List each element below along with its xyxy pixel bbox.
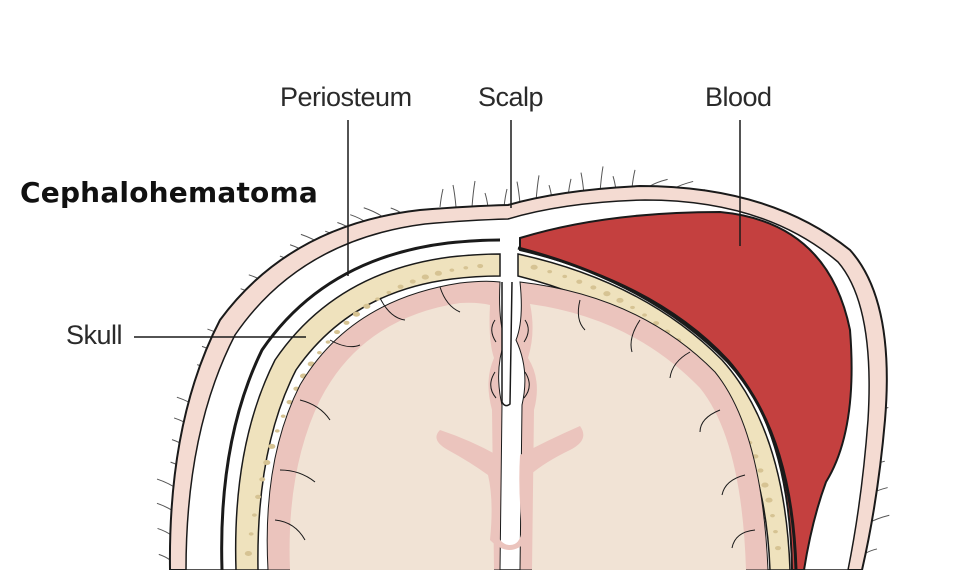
brain-right-white-matter <box>528 304 746 570</box>
bone-dot <box>770 513 775 518</box>
hair-strand <box>471 180 476 208</box>
bone-dot <box>263 460 271 466</box>
bone-dot <box>363 303 371 309</box>
bone-dot <box>248 532 254 536</box>
bone-dot <box>280 414 286 418</box>
ventricles <box>436 426 584 550</box>
bone-dot <box>268 443 276 449</box>
periosteum-line-left <box>220 238 501 570</box>
hair-strand <box>516 181 521 204</box>
bone-dot <box>421 274 429 280</box>
bone-dot <box>547 269 553 274</box>
bone-dot <box>576 279 583 284</box>
bone-dot <box>317 350 322 355</box>
bone-dot <box>409 279 416 284</box>
hair-strand <box>439 188 444 208</box>
bone-dot <box>773 529 778 534</box>
bone-dot <box>352 311 361 317</box>
bone-dot <box>562 274 568 279</box>
bone-dot <box>765 497 773 503</box>
bone-dot <box>774 545 781 551</box>
bone-dot <box>761 482 769 488</box>
bone-dot <box>530 264 538 270</box>
bone-dot <box>334 329 341 335</box>
bone-dot <box>642 313 647 317</box>
cortex-sulci <box>274 286 756 549</box>
skull-bone-left <box>234 253 501 570</box>
bone-dot <box>449 268 455 272</box>
bone-dot <box>375 297 381 301</box>
bone-dot <box>343 320 350 325</box>
hair-strand <box>452 184 457 208</box>
bone-dot <box>325 340 331 344</box>
hair-strand <box>158 553 171 561</box>
bone-dot <box>590 285 597 290</box>
bone-dot <box>477 263 484 269</box>
bone-dot <box>616 297 624 303</box>
bone-dot <box>463 266 469 270</box>
bone-dot <box>603 291 611 297</box>
hair-strand <box>631 169 636 188</box>
bone-dot <box>386 290 392 295</box>
bone-dot <box>397 284 404 289</box>
diagram-title: Cephalohematoma <box>20 176 318 209</box>
label-blood: Blood <box>705 82 772 112</box>
bone-dot <box>252 513 257 517</box>
bone-dot <box>434 270 442 276</box>
bone-dot <box>757 468 764 473</box>
label-scalp: Scalp <box>478 82 544 112</box>
bone-dot <box>255 494 262 499</box>
bone-dot <box>259 477 266 482</box>
bone-dot <box>274 429 280 433</box>
label-leader-lines <box>134 120 741 338</box>
bone-dot <box>630 305 635 310</box>
longitudinal-fissure <box>501 281 513 407</box>
blood-collection <box>519 210 853 570</box>
bone-dot <box>244 550 252 557</box>
bone-dot <box>286 400 293 405</box>
periosteum-line-right <box>517 246 798 570</box>
brain-left-white-matter <box>289 302 494 570</box>
label-skull: Skull <box>66 320 123 350</box>
label-periosteum: Periosteum <box>280 82 412 112</box>
hair-strand <box>649 178 668 187</box>
bone-dot <box>653 321 660 326</box>
